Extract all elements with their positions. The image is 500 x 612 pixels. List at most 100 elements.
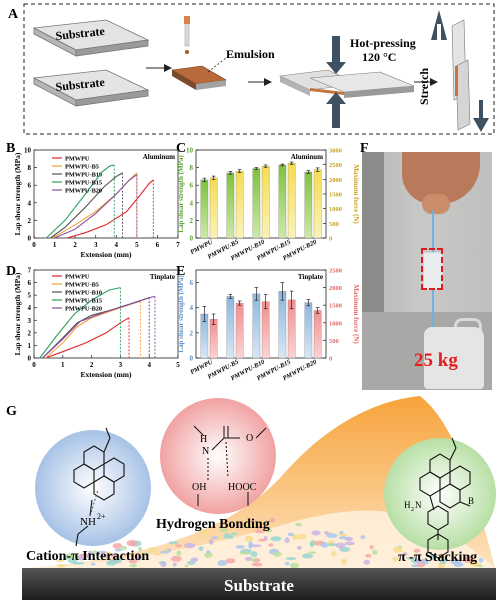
hooc-label: HOOC <box>228 482 257 493</box>
stretch-arrow-up-icon <box>431 10 447 40</box>
particle <box>230 532 238 536</box>
y2-tick-label: 3000 <box>329 148 342 155</box>
y2-tick-label: 500 <box>329 221 339 228</box>
particle <box>335 542 346 549</box>
legend-label: PMWPU-B20 <box>65 187 102 194</box>
x-tick-label: 5 <box>135 241 139 249</box>
y-tick-label: 10 <box>24 147 32 155</box>
water-jug <box>424 327 484 389</box>
particle <box>413 548 421 553</box>
particle <box>311 530 321 536</box>
particle <box>344 541 355 546</box>
legend-label: PMWPU-B10 <box>65 171 102 178</box>
particle <box>254 529 265 534</box>
pi-stacking-circle: H 2 N B <box>384 437 496 559</box>
particle <box>250 544 262 548</box>
particle <box>296 533 307 540</box>
legend-label: PMWPU-B20 <box>65 305 102 312</box>
sample-highlight-box <box>421 248 443 290</box>
substrate-plate-top: Substrate <box>32 19 150 57</box>
particle <box>331 551 337 557</box>
y-tick-label: 2 <box>28 217 32 225</box>
substrate-label-bottom: Substrate <box>55 75 106 94</box>
particle <box>462 557 474 563</box>
hydrogen-bond-circle: H N O OH HOOC <box>160 398 276 514</box>
particle <box>365 553 372 558</box>
bar-force <box>235 170 244 239</box>
particle <box>136 555 143 561</box>
particle <box>223 533 231 539</box>
y-tick-label: 0 <box>28 355 32 363</box>
bar-strength <box>252 168 261 239</box>
particle <box>406 557 415 560</box>
particle <box>184 542 196 549</box>
nh-label: NH <box>80 516 96 528</box>
h-atom-label: H <box>200 434 207 445</box>
substrate-bar <box>22 568 496 600</box>
particle <box>392 556 399 562</box>
particle <box>465 555 472 560</box>
x-tick-label: 4 <box>115 241 119 249</box>
particle <box>369 545 374 550</box>
y2-tick-label: 0 <box>329 356 332 363</box>
particle <box>450 559 461 565</box>
y2-axis-label: Maximum force (N) <box>352 284 360 344</box>
series-line <box>45 317 130 359</box>
particle <box>326 533 338 538</box>
y-axis-label: Lap shear strength (MPa) <box>177 275 185 353</box>
x-tick-label: 5 <box>176 361 180 369</box>
bar-strength <box>278 164 287 239</box>
particle <box>153 552 162 556</box>
o-atom-label: O <box>246 433 253 444</box>
x-tick-label: 3 <box>94 241 98 249</box>
particle <box>201 531 211 536</box>
panel-f-photo: 25 kg <box>362 152 492 390</box>
particle <box>56 559 64 563</box>
press-arrow-up-icon <box>326 92 346 128</box>
y-axis-label: Lap shear strength (MPa) <box>13 272 22 355</box>
hot-pressing-label: Hot-pressing <box>350 36 416 50</box>
particle <box>57 564 67 568</box>
y2-tick-label: 2000 <box>329 285 342 292</box>
particle <box>114 548 123 552</box>
particle <box>339 530 344 535</box>
bar-force <box>209 319 218 359</box>
y-axis-label: Lap shear strength (MPa) <box>13 152 22 235</box>
particle <box>99 554 110 558</box>
panel-letter-e: E <box>176 264 185 279</box>
particle <box>80 553 89 558</box>
y-tick-label: 6 <box>28 279 32 287</box>
panel-letter-b: B <box>6 141 15 156</box>
particle <box>296 545 302 550</box>
x-axis-label: Extension (mm) <box>80 370 132 379</box>
particle <box>244 535 254 542</box>
jug-handle <box>454 318 482 335</box>
particle <box>239 551 250 555</box>
x-tick-label: 2 <box>73 241 77 249</box>
particle <box>251 562 263 567</box>
photo-hand <box>422 194 450 214</box>
particle <box>170 555 182 562</box>
y-tick-label: 6 <box>28 182 32 190</box>
series-line <box>66 179 154 239</box>
hot-pressed-joint <box>278 69 415 98</box>
particle <box>112 543 123 549</box>
series-line <box>54 174 138 239</box>
series-line <box>50 172 123 239</box>
particle <box>360 535 366 539</box>
particle <box>363 559 371 565</box>
bar-force <box>313 169 322 239</box>
particle <box>160 561 167 568</box>
y-tick-label: 0 <box>28 235 32 243</box>
y2-axis-label: Maximum force (N) <box>352 164 360 224</box>
legend-label: PMWPU <box>65 273 90 280</box>
panel-g: G Substrate NH 2+ <box>6 396 496 600</box>
bar-force <box>209 177 218 239</box>
y-tick-label: 3 <box>28 317 32 325</box>
urethane-structure-icon <box>193 425 267 506</box>
chart-c: PMWPUPMWPU-B5PMWPU-B10PMWPU-B15PMWPU-B20… <box>177 147 360 263</box>
particle <box>264 528 273 533</box>
plot-frame <box>195 269 327 359</box>
